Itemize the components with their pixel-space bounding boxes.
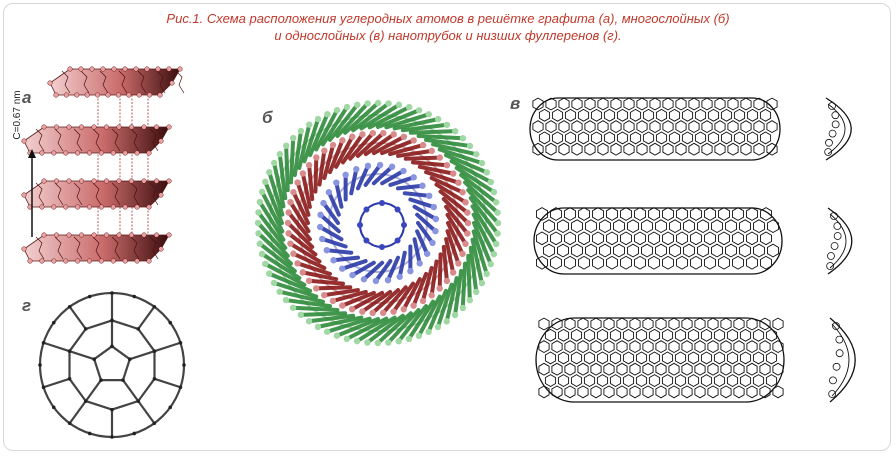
graphite-layer xyxy=(47,66,185,98)
fullerene-c60-illustration xyxy=(38,291,186,439)
middle-nanotube-shell xyxy=(284,129,472,317)
inner-nanotube-shell xyxy=(316,161,440,285)
panel-label-a: а xyxy=(22,88,32,107)
panel-label-b: б xyxy=(262,108,273,127)
graphite-lattice-illustration xyxy=(21,66,185,264)
nanotube-1 xyxy=(529,97,781,161)
multiwall-nanotube-illustration xyxy=(254,99,502,347)
panel-label-g: г xyxy=(22,296,32,315)
single-wall-nanotubes-illustration xyxy=(529,97,856,403)
nanotube-cap-1 xyxy=(824,97,852,161)
nanotube-cap-3 xyxy=(828,317,856,403)
nanotube-cap-2 xyxy=(826,207,853,275)
graphite-layer xyxy=(21,232,172,264)
nanotube-3 xyxy=(535,317,785,403)
caption-line-1: Рис.1. Схема расположения углеродных ато… xyxy=(166,11,730,26)
outer-nanotube-shell xyxy=(254,99,502,347)
panel-label-v: в xyxy=(510,94,521,113)
figure-caption: Рис.1. Схема расположения углеродных ато… xyxy=(0,10,896,44)
graphite-layer xyxy=(21,178,172,210)
inner-carbon-cage xyxy=(357,200,407,250)
fullerene-cage xyxy=(38,291,186,439)
caption-line-2: и однослойных (в) нанотрубок и низших фу… xyxy=(274,28,622,43)
nanotube-2 xyxy=(533,207,783,275)
interlayer-distance-label: C=0.67 nm xyxy=(12,90,23,140)
graphite-layer xyxy=(21,124,172,156)
